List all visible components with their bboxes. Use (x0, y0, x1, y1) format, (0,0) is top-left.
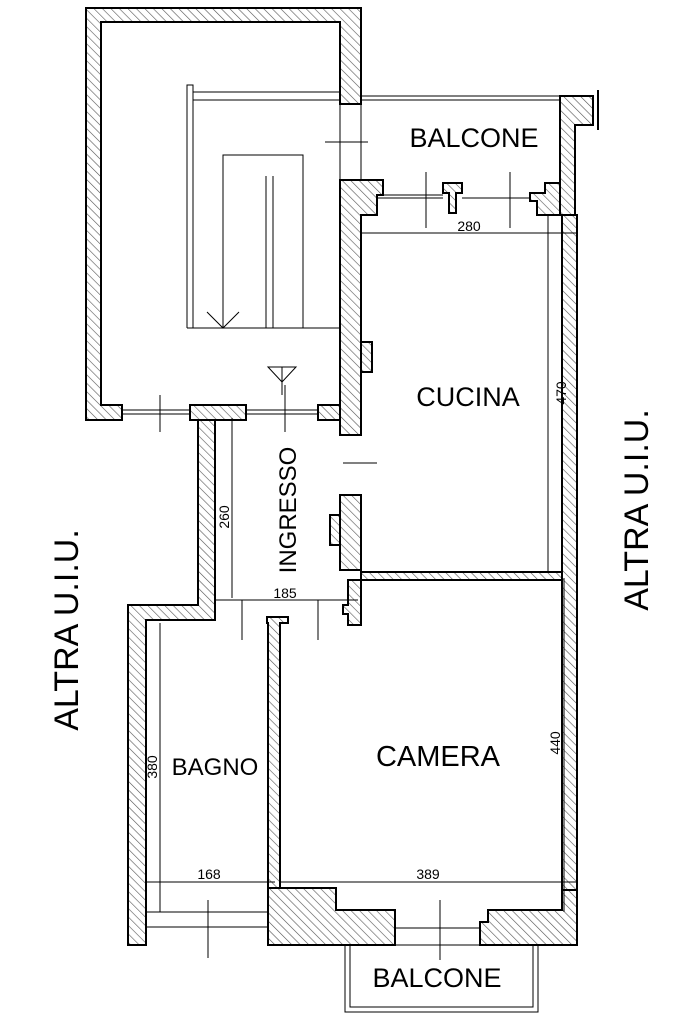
room-label-cucina: CUCINA (416, 382, 520, 412)
room-label-camera: CAMERA (376, 741, 501, 773)
room-label-balcone-bottom: BALCONE (372, 963, 501, 993)
dim-bagno-width: 168 (197, 866, 221, 882)
room-label-balcone-top: BALCONE (409, 123, 538, 153)
dim-camera-width: 389 (416, 866, 440, 882)
dim-cucina-width: 280 (457, 218, 481, 234)
neighbour-label-left: ALTRA U.I.U. (48, 529, 86, 731)
level-marker-icon (266, 366, 298, 395)
dim-camera-length: 440 (547, 731, 563, 755)
stair-down-arrow-icon (206, 311, 240, 329)
dim-ingresso-length: 260 (216, 505, 232, 529)
wall-pier (529, 182, 561, 216)
exterior-wall-corner (559, 95, 594, 216)
bottom-wall-left (267, 887, 396, 946)
wall-bump (360, 341, 373, 373)
corridor-right-wall (342, 579, 362, 626)
window-mullion (442, 182, 463, 214)
kitchen-left-wall (339, 179, 384, 436)
bottom-wall-right (479, 889, 578, 946)
dim-ingresso-width: 185 (273, 585, 297, 601)
wall-pier (189, 404, 247, 421)
neighbour-label-right: ALTRA U.I.U. (618, 409, 656, 611)
dim-cucina-length: 470 (553, 381, 569, 405)
room-label-bagno: BAGNO (172, 754, 259, 781)
wall-bump (329, 514, 341, 546)
bagno-left-wall (127, 419, 216, 946)
partition-wall (360, 571, 563, 581)
corridor-right-wall (339, 494, 362, 571)
dimensions: 280 470 260 185 380 168 389 440 (144, 215, 577, 912)
staircase (186, 84, 341, 329)
room-label-ingresso: INGRESSO (275, 447, 302, 574)
balcony-top: BALCONE (325, 90, 599, 216)
stairwell-wall (85, 7, 362, 421)
stairwell (85, 7, 362, 432)
balcony-bottom: BALCONE (344, 944, 539, 1013)
dim-bagno-length: 380 (144, 755, 160, 779)
